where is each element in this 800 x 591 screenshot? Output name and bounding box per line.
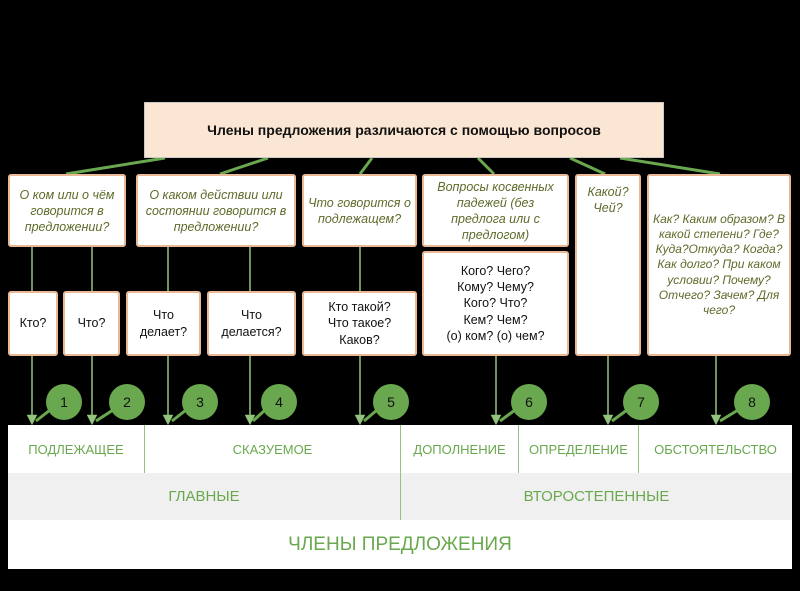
- number-badge-6: 6: [511, 384, 547, 420]
- number-badge-5: 5: [373, 384, 409, 420]
- question-box-subject: О ком или о чём говорится в предложении?: [8, 174, 126, 247]
- number-badge-2: 2: [109, 384, 145, 420]
- footer-sentence-members: ЧЛЕНЫ ПРЕДЛОЖЕНИЯ: [8, 520, 792, 569]
- answer-box-what: Что?: [63, 291, 120, 356]
- question-box-adverbial: Как? Каким образом? В какой степени? Где…: [647, 174, 791, 356]
- group-secondary: ВТОРОСТЕПЕННЫЕ: [401, 473, 792, 520]
- question-box-predicate: О каком действии или состоянии говорится…: [136, 174, 296, 247]
- answer-box-who: Кто?: [8, 291, 58, 356]
- answer-box-what-is-done: Что делается?: [207, 291, 296, 356]
- member-object: ДОПОЛНЕНИЕ: [401, 425, 519, 473]
- member-predicate: СКАЗУЕМОЕ: [145, 425, 401, 473]
- number-badge-1: 1: [46, 384, 82, 420]
- answer-box-what-does: Что делает?: [126, 291, 201, 356]
- number-badge-7: 7: [623, 384, 659, 420]
- member-adverbial: ОБСТОЯТЕЛЬСТВО: [639, 425, 792, 473]
- member-subject: ПОДЛЕЖАЩЕЕ: [8, 425, 145, 473]
- number-badge-8: 8: [734, 384, 770, 420]
- answer-box-who-such: Кто такой? Что такое? Каков?: [302, 291, 417, 356]
- question-box-predicate-subject: Что говорится о подлежащем?: [302, 174, 417, 247]
- diagram-title: Члены предложения различаются с помощью …: [144, 102, 664, 158]
- member-attribute: ОПРЕДЕЛЕНИЕ: [519, 425, 639, 473]
- question-box-attribute: Какой? Чей?: [575, 174, 641, 356]
- number-badge-3: 3: [182, 384, 218, 420]
- question-box-object: Вопросы косвенных падежей (без предлога …: [422, 174, 569, 247]
- group-main: ГЛАВНЫЕ: [8, 473, 401, 520]
- answer-box-case-questions: Кого? Чего? Кому? Чему? Кого? Что? Кем? …: [422, 251, 569, 356]
- number-badge-4: 4: [261, 384, 297, 420]
